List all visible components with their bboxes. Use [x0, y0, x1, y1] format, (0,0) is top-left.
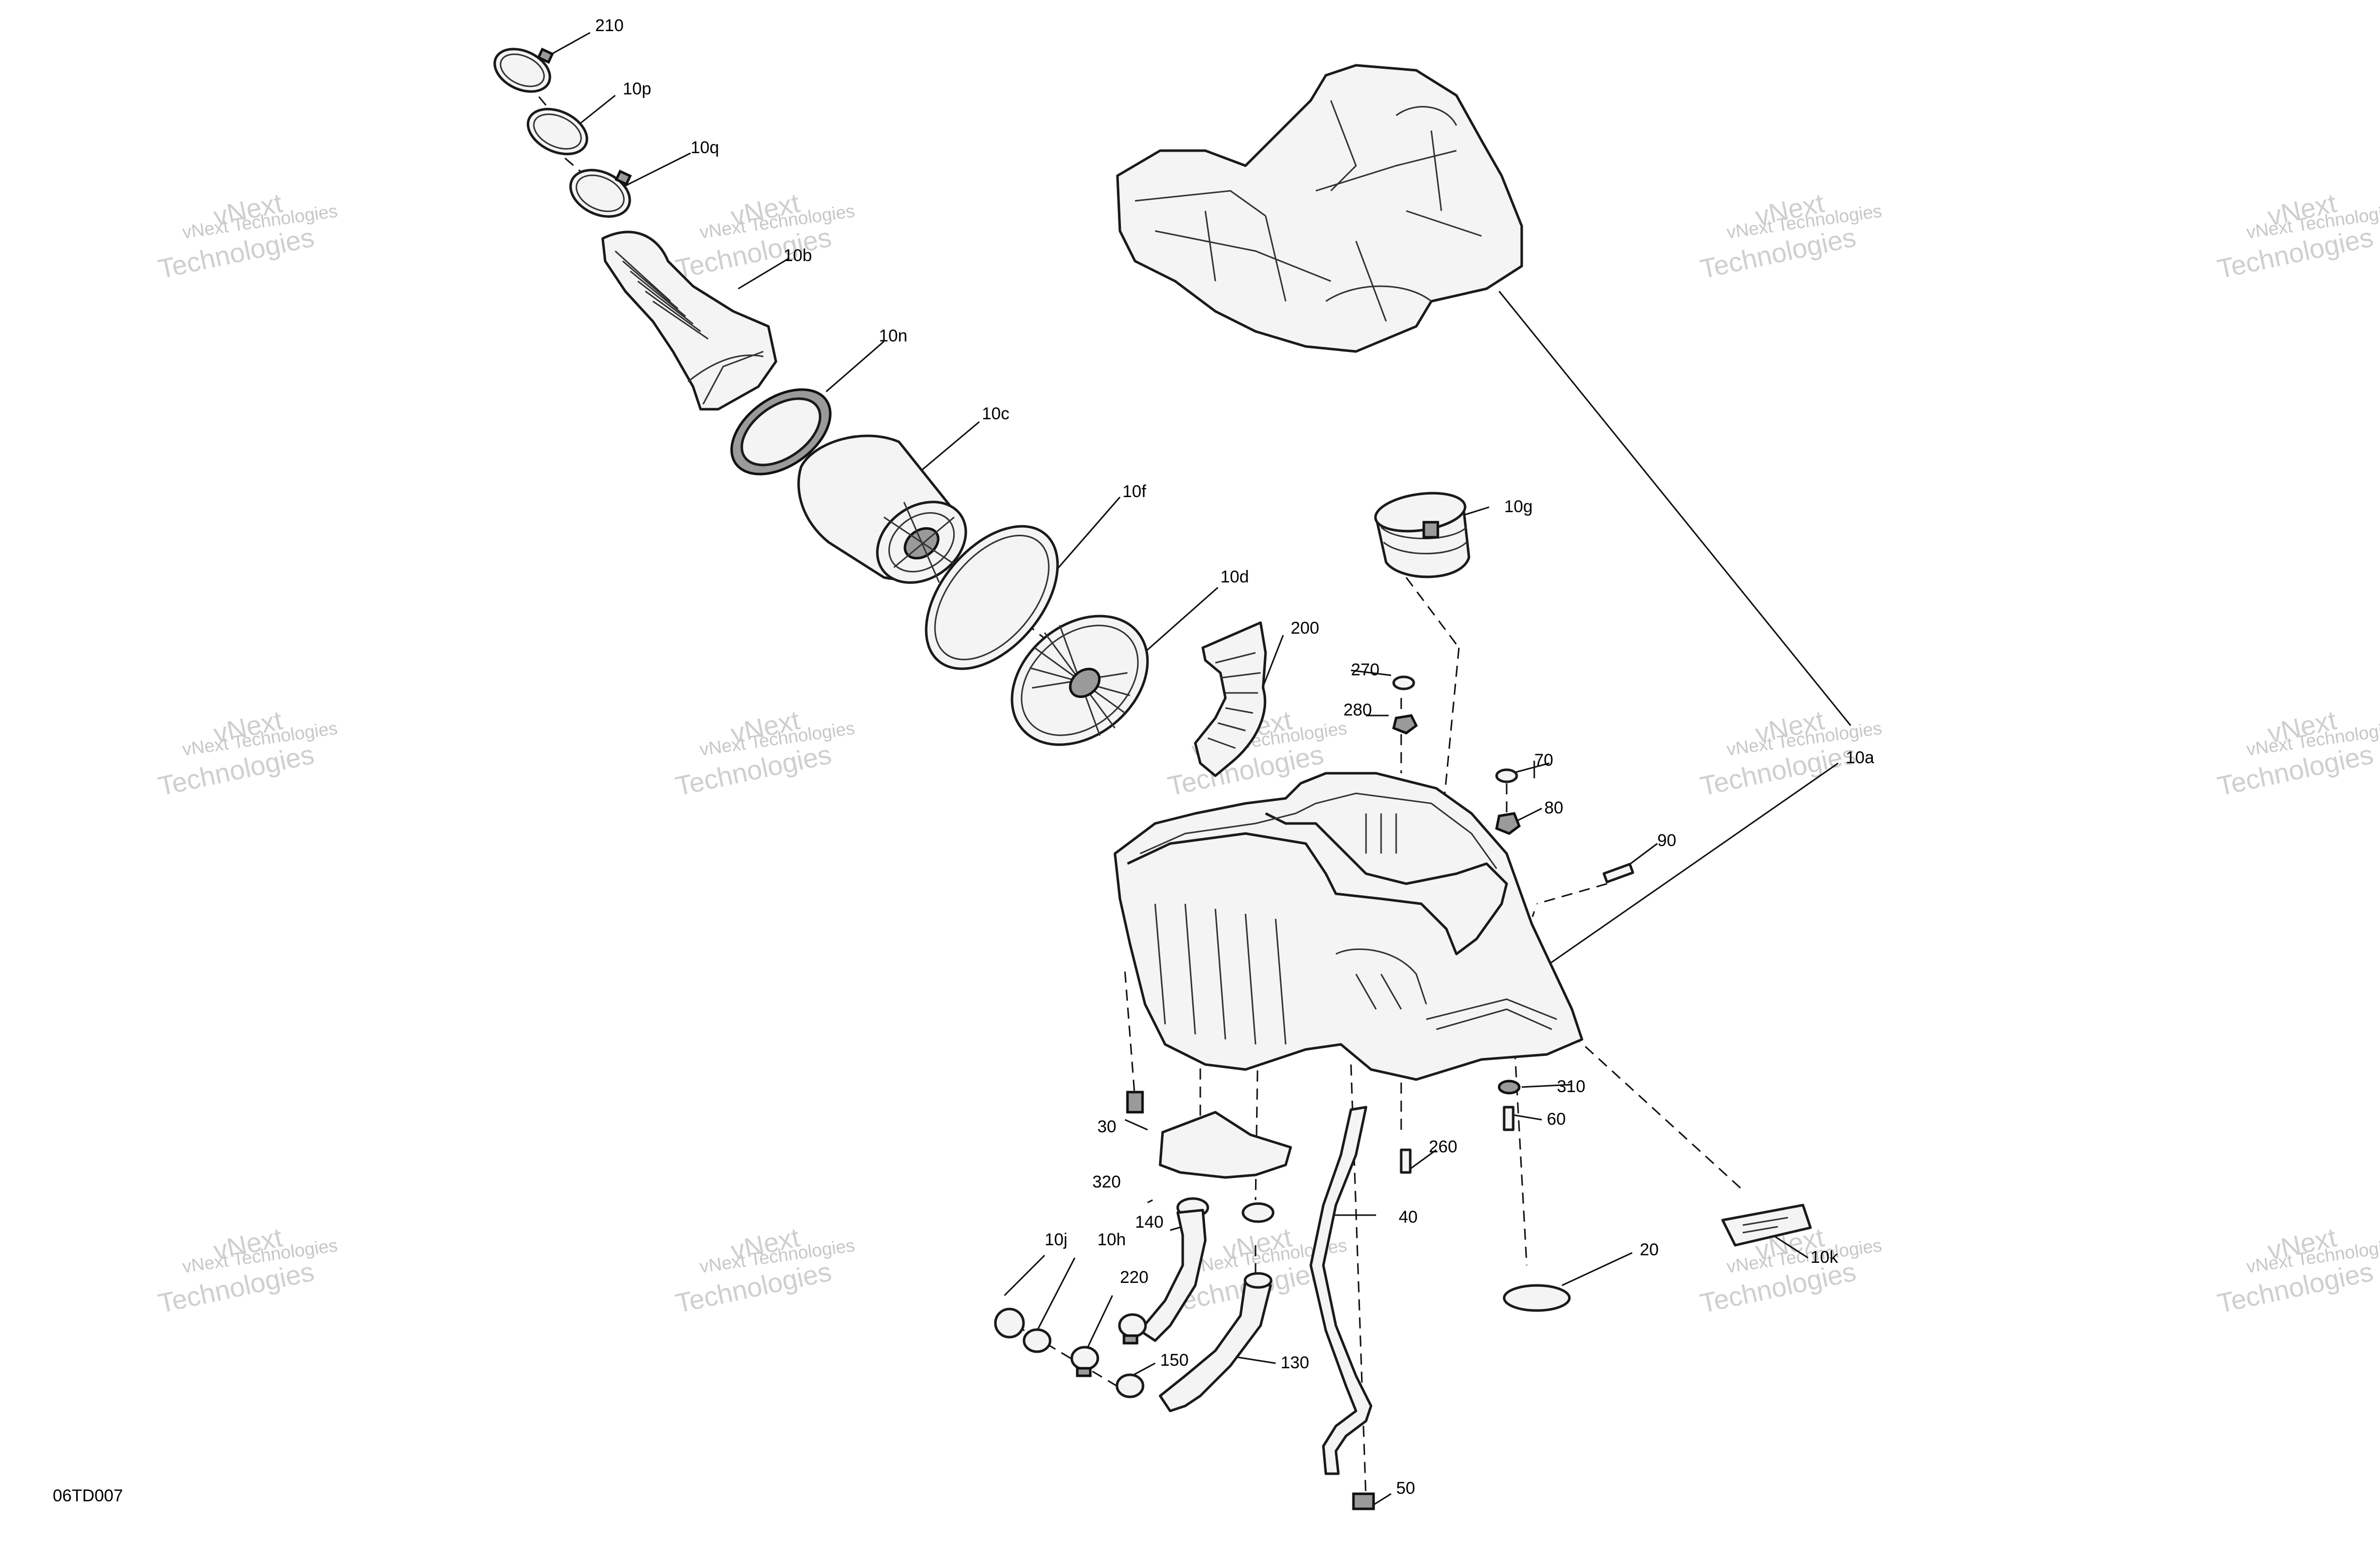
callout-220: 220	[1120, 1268, 1149, 1287]
clamp-10h	[1023, 1328, 1099, 1377]
washer-270	[1392, 675, 1415, 690]
band-clamp-20	[1503, 1284, 1571, 1312]
callout-labels: 210 10p 10q 10b 10n 10c 10f 10d 200 10g …	[595, 16, 1874, 1498]
hose-140	[1139, 1197, 1209, 1342]
screw-260	[1400, 1148, 1412, 1174]
clamp-150	[1115, 1373, 1145, 1398]
callout-10k: 10k	[1810, 1248, 1839, 1267]
watermark-mid-edge: vNext Technologies vNext Technologies	[2215, 705, 2380, 801]
inlet-duct-10b	[601, 230, 777, 411]
adapter-10g	[1374, 492, 1470, 578]
callout-10d: 10d	[1220, 567, 1249, 586]
filter-cover-10d	[1010, 615, 1149, 746]
watermark-mid-mid: vNext Technologies vNext Technologies	[673, 705, 856, 801]
washer-70	[1495, 768, 1518, 783]
clamp-140-top	[1241, 1202, 1275, 1223]
callout-10p: 10p	[623, 79, 651, 98]
clip-10j	[994, 1308, 1025, 1339]
watermark-mid-left: vNext Technologies vNext Technologies	[156, 705, 339, 801]
label-10k	[1721, 1204, 1812, 1247]
connector-50	[1352, 1492, 1375, 1510]
seal-ring-10n	[730, 388, 832, 476]
air-box-lid	[1116, 64, 1523, 353]
callout-10j: 10j	[1045, 1230, 1067, 1249]
callout-260: 260	[1429, 1137, 1457, 1156]
watermark-bottom-left: vNext Technologies vNext Technologies	[156, 1222, 339, 1319]
watermark-top-left: vNext Technologies vNext Technologies	[156, 188, 339, 284]
clip-30	[1126, 1091, 1144, 1114]
watermark-top-mid: vNext Technologies vNext Technologies	[673, 188, 856, 284]
air-filter-10c	[797, 434, 967, 584]
watermark-bottom-mid: vNext Technologies vNext Technologies	[673, 1222, 856, 1319]
callout-70: 70	[1534, 751, 1553, 770]
callout-10c: 10c	[982, 404, 1009, 423]
callout-320: 320	[1092, 1172, 1121, 1192]
watermark-top-right: vNext Technologies vNext Technologies	[1697, 188, 1883, 284]
callout-10a: 10a	[1846, 748, 1874, 767]
callout-50: 50	[1396, 1479, 1415, 1498]
hose-130	[1159, 1272, 1273, 1412]
watermark-bottom-right: vNext Technologies vNext Technologies	[1697, 1222, 1883, 1319]
callout-30: 30	[1097, 1117, 1116, 1136]
callout-210: 210	[595, 16, 624, 35]
callout-310: 310	[1557, 1077, 1585, 1096]
callout-10g: 10g	[1504, 497, 1533, 516]
document-code: 06TD007	[53, 1486, 123, 1505]
callout-20: 20	[1640, 1240, 1659, 1259]
clamp-220	[1118, 1313, 1147, 1345]
callout-280: 280	[1343, 700, 1372, 720]
clamp-210	[493, 47, 554, 93]
callout-130: 130	[1281, 1353, 1309, 1372]
elbow-tube-200	[1194, 621, 1267, 777]
hose-40	[1309, 1106, 1373, 1475]
washer-310	[1498, 1080, 1521, 1095]
clamp-10q	[569, 169, 632, 218]
nut-280	[1392, 714, 1418, 735]
coupler-10p	[526, 107, 589, 156]
callout-80: 80	[1544, 798, 1563, 817]
callout-140: 140	[1135, 1213, 1164, 1232]
callout-10q: 10q	[691, 138, 719, 157]
callout-200: 200	[1291, 619, 1319, 638]
callout-40: 40	[1399, 1208, 1418, 1227]
callout-10b: 10b	[783, 246, 812, 265]
screw-60	[1503, 1106, 1515, 1131]
callout-270: 270	[1351, 660, 1380, 679]
callout-10h: 10h	[1097, 1230, 1126, 1249]
callout-90: 90	[1657, 831, 1676, 850]
screw-90	[1603, 863, 1634, 884]
callout-10f: 10f	[1122, 482, 1147, 501]
callout-10n: 10n	[879, 326, 908, 345]
callout-150: 150	[1160, 1351, 1189, 1370]
watermark-bottom-edge: vNext Technologies vNext Technologies	[2215, 1222, 2380, 1319]
watermark-top-edge: vNext Technologies vNext Technologies	[2215, 188, 2380, 284]
shield-320	[1159, 1111, 1292, 1179]
callout-60: 60	[1547, 1110, 1566, 1129]
grommet-80	[1495, 812, 1521, 835]
gasket-10f	[925, 525, 1059, 670]
air-box-base	[1113, 772, 1583, 1081]
